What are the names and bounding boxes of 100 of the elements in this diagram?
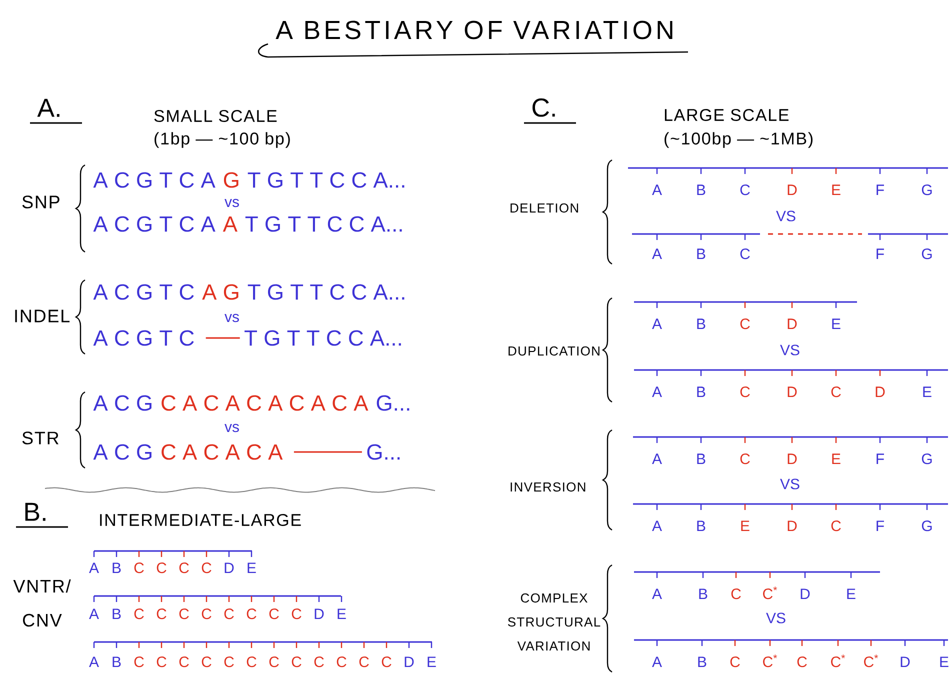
category-label: DELETION — [510, 203, 578, 213]
segment-label: C$^{*}$ — [763, 586, 778, 600]
segment-label: D — [788, 318, 797, 329]
category-label: (1bp — ~100 bp) — [154, 132, 290, 148]
title: A BESTIARY OF VARIATION — [276, 20, 672, 40]
segment-label: C — [740, 454, 750, 464]
vs-label: VS — [766, 612, 786, 624]
segment-label: D — [224, 562, 234, 573]
segment-label: C — [336, 656, 346, 668]
segment-label: B — [112, 562, 121, 573]
sequence-text: C A C A C A — [162, 444, 283, 460]
segment-label: B — [697, 386, 706, 397]
sequence-text: G — [224, 172, 238, 188]
vs-label: VS — [780, 478, 800, 490]
segment-label: C — [134, 656, 144, 668]
section-heading: C. — [532, 98, 555, 117]
segment-label: C$^{*}$ — [864, 654, 878, 668]
segment-label: C — [246, 608, 256, 620]
sequence-text: A C G T C A — [93, 172, 216, 188]
segment-label: C — [224, 656, 234, 668]
segment-label: C — [292, 656, 302, 668]
segment-label: A — [89, 608, 99, 619]
segment-label: A — [652, 588, 662, 599]
segment-label: C — [156, 562, 166, 574]
vs-label: VS — [776, 210, 796, 222]
segment-label: D — [876, 386, 885, 397]
sequence-text: G... — [376, 395, 410, 411]
segment-label: C — [831, 386, 841, 398]
sequence-text: T G T T C C A... — [248, 172, 404, 188]
vs-label: vs — [224, 314, 239, 322]
segment-label: D — [800, 588, 810, 599]
segment-label: A — [652, 184, 662, 195]
segment-label: C — [202, 656, 212, 668]
section-heading: A. — [37, 98, 60, 117]
segment-label: A — [652, 386, 662, 397]
segment-label: F — [876, 454, 884, 464]
segment-label: C — [202, 562, 212, 574]
segment-label: E — [248, 562, 256, 573]
segment-label: A — [652, 318, 662, 329]
sequence-text: T G T T C C A... — [245, 216, 402, 232]
segment-label: B — [698, 656, 706, 667]
category-label: SNP — [22, 196, 60, 208]
segment-label: B — [697, 248, 706, 259]
sequence-text: A C G — [93, 395, 152, 411]
category-label: COMPLEX STRUCTURAL VARIATION — [508, 593, 600, 651]
segment-label: C — [179, 656, 189, 668]
sequence-text: C A C A C A C A C A — [162, 395, 368, 411]
vs-label: VS — [780, 344, 800, 356]
segment-label: D — [788, 184, 797, 195]
segment-label: B — [697, 184, 706, 195]
segment-label: D — [404, 656, 414, 667]
segment-label: E — [338, 608, 346, 619]
segment-label: C — [740, 386, 750, 398]
sequence-text: A C G T C A — [93, 216, 216, 232]
segment-label: D — [788, 386, 797, 397]
segment-label: C — [314, 656, 324, 668]
sequence-text: T G T T C C A... — [248, 284, 404, 300]
segment-label: C — [224, 608, 234, 620]
category-label: VNTR/ CNV — [13, 579, 71, 627]
category-label: INTERMEDIATE-LARGE — [100, 514, 301, 526]
segment-label: A — [652, 656, 662, 667]
segment-label: A — [652, 248, 662, 259]
sequence-text: A C G T C — [93, 330, 194, 346]
segment-label: G — [922, 520, 932, 532]
segment-label: B — [697, 520, 706, 531]
segment-label: A — [89, 656, 99, 667]
segment-label: F — [876, 248, 884, 259]
segment-label: C — [359, 656, 369, 668]
segment-label: B — [699, 588, 708, 599]
segment-label: C — [269, 656, 279, 668]
segment-label: C — [179, 562, 189, 574]
segment-label: C — [740, 318, 750, 330]
segment-label: A — [652, 520, 662, 531]
segment-label: E — [832, 184, 840, 195]
category-label: INDEL — [15, 310, 70, 322]
category-label: (~100bp — ~1MB) — [664, 132, 813, 148]
sequence-text: A C G — [93, 444, 152, 460]
vs-label: vs — [224, 424, 239, 432]
sequence-text: A C G T C — [93, 284, 194, 300]
segment-label: D — [788, 454, 797, 464]
segment-label: C — [179, 608, 189, 620]
sequence-text: G... — [367, 444, 400, 460]
section-heading: B. — [25, 502, 46, 521]
segment-label: G — [922, 184, 932, 196]
segment-label: C — [740, 184, 750, 196]
segment-label: B — [112, 608, 121, 619]
segment-label: C — [134, 562, 144, 574]
vs-label: vs — [224, 198, 239, 208]
segment-label: C — [831, 520, 841, 532]
category-label: DUPLICATION — [508, 346, 600, 356]
segment-label: C — [202, 608, 212, 620]
category-label: LARGE SCALE — [664, 108, 789, 122]
segment-label: E — [940, 656, 948, 667]
segment-label: E — [832, 318, 840, 329]
segment-label: C — [134, 608, 144, 620]
segment-label: C$^{*}$ — [831, 654, 846, 668]
segment-label: F — [876, 184, 884, 195]
segment-label: D — [900, 656, 910, 667]
segment-label: D — [314, 608, 324, 619]
segment-label: G — [922, 248, 932, 260]
